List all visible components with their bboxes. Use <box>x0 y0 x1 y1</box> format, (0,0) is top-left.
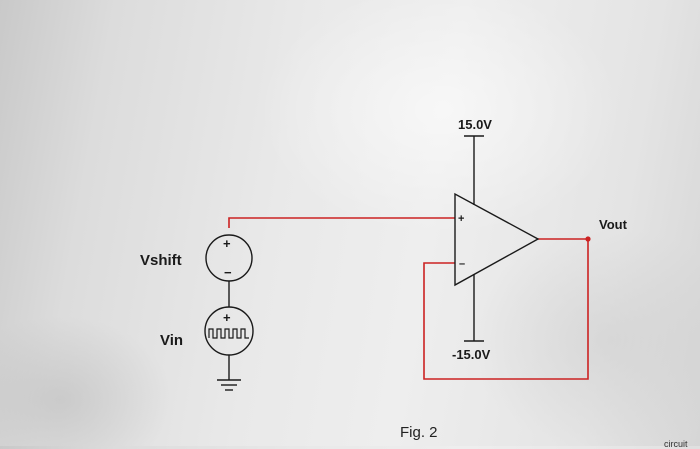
output-node-dot <box>585 236 591 242</box>
opamp-plus-sign: + <box>458 213 464 225</box>
corner-text-fragment: circuit <box>664 439 688 449</box>
vshift-plus-sign: + <box>223 236 231 251</box>
square-wave-icon <box>208 328 249 339</box>
op-amp-triangle <box>454 192 540 287</box>
op-amp <box>454 135 540 342</box>
opamp-minus-sign: – <box>459 258 465 270</box>
wire-noninverting-input <box>228 217 455 228</box>
vin-plus-sign: + <box>223 310 231 325</box>
vshift-label: Vshift <box>140 252 182 269</box>
vshift-source <box>205 234 253 307</box>
vout-label: Vout <box>599 217 627 232</box>
vin-label: Vin <box>160 332 184 349</box>
wire-feedback-loop <box>423 239 589 380</box>
wires <box>228 217 589 380</box>
negative-supply-label: -15.0V <box>452 347 491 362</box>
figure-caption: Fig. 2 <box>400 424 438 441</box>
vshift-minus-sign: − <box>224 265 232 280</box>
vin-source <box>204 306 254 391</box>
positive-supply-label: 15.0V <box>458 117 492 132</box>
